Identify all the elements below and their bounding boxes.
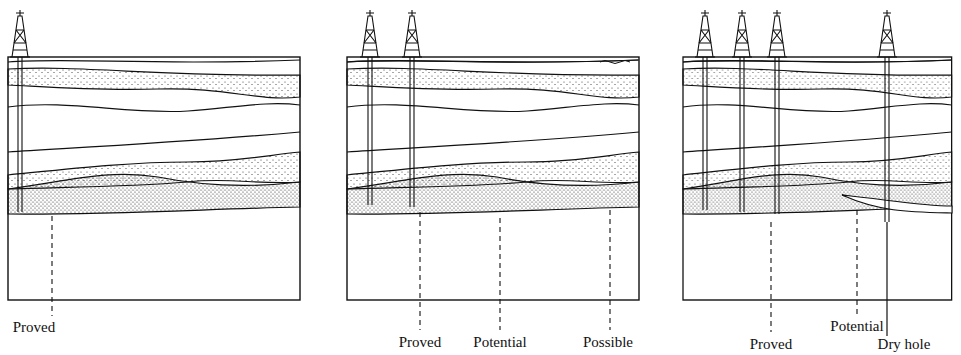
reserve-label: Potential — [828, 318, 885, 335]
well — [695, 10, 897, 222]
reserve-label: Proved — [748, 336, 795, 353]
reserve-label: Proved — [397, 334, 444, 351]
reserve-label: Possible — [581, 334, 635, 351]
well — [10, 10, 30, 212]
well — [360, 10, 422, 207]
reserve-label: Potential — [471, 334, 528, 351]
reserve-label: Proved — [11, 319, 58, 336]
reserve-label: Dry hole — [876, 336, 933, 353]
